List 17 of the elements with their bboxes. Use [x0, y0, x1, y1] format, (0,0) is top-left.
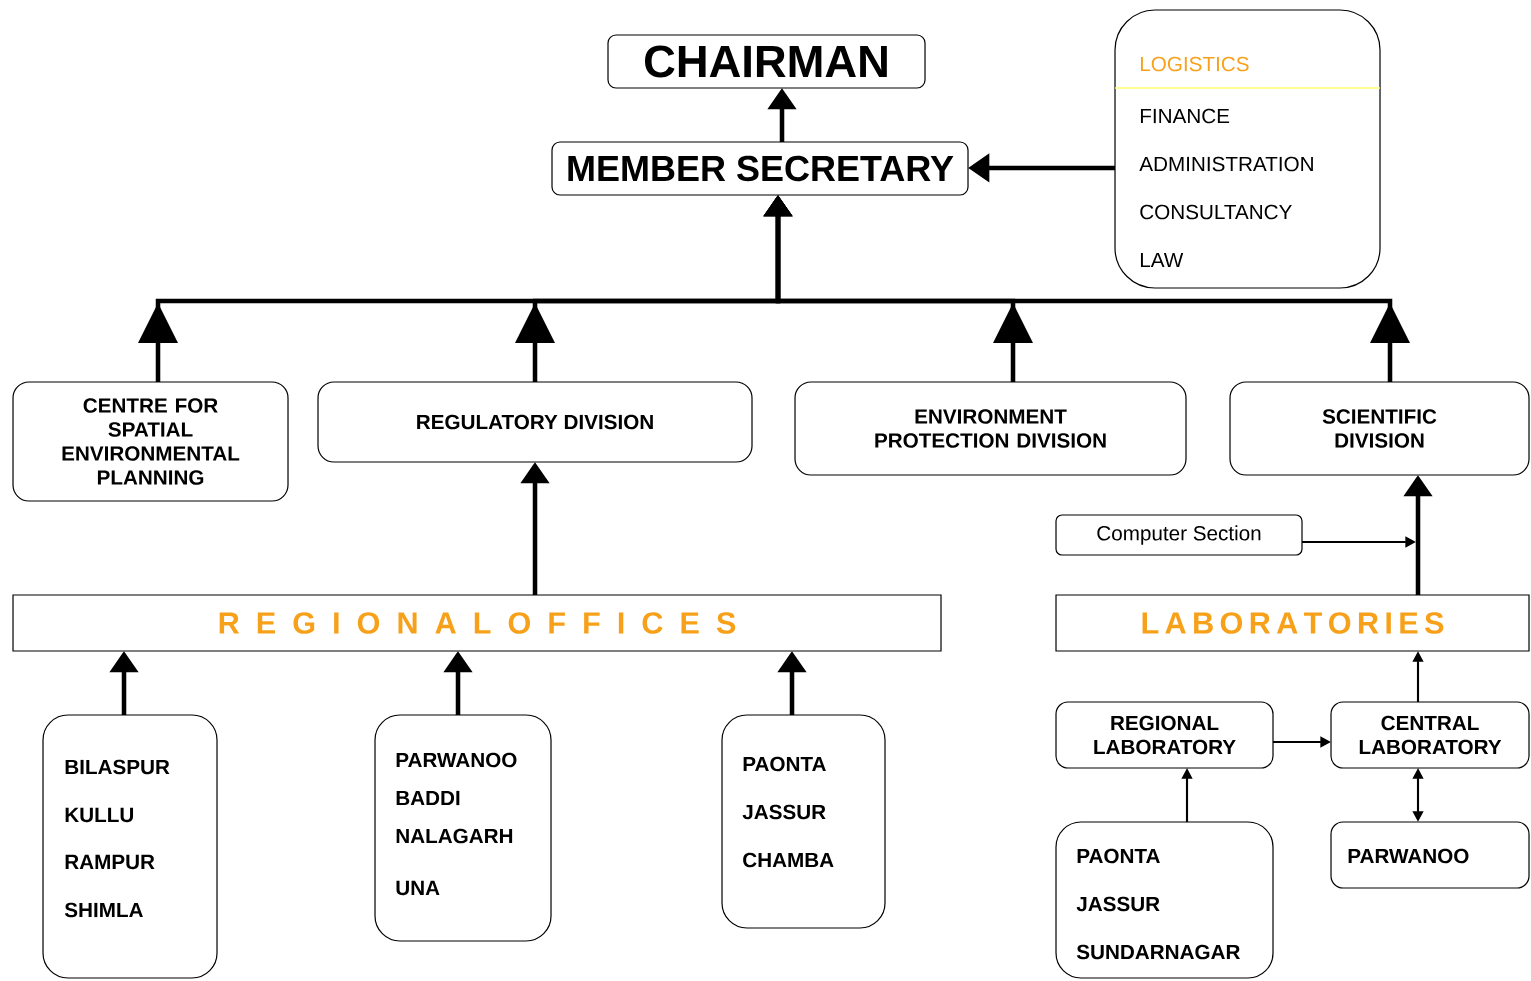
- list-box: PARWANOO: [1330, 821, 1530, 889]
- laboratory-box: CENTRAL LABORATORY: [1330, 701, 1530, 769]
- division-box: CENTRE FOR SPATIAL ENVIRONMENTAL PLANNING: [12, 381, 289, 502]
- list-box: PAONTA JASSUR SUNDARNAGAR: [1055, 821, 1274, 979]
- list-box: LOGISTICS FINANCE ADMINISTRATION CONSULTANCY LAW: [1114, 9, 1381, 289]
- list-box: BILASPUR KULLU RAMPUR SHIMLA: [42, 714, 218, 979]
- banner-box: L A B O R A T O R I E S: [1055, 594, 1530, 652]
- title-box: CHAIRMAN: [607, 34, 926, 89]
- section-box: Computer Section: [1055, 514, 1303, 556]
- laboratory-box: REGIONAL LABORATORY: [1055, 701, 1274, 769]
- division-box: REGULATORY DIVISION: [317, 381, 753, 463]
- title-box: MEMBER SECRETARY: [551, 141, 969, 196]
- division-box: ENVIRONMENT PROTECTION DIVISION: [794, 381, 1187, 476]
- list-box: PARWANOO BADDI NALAGARH UNA: [374, 714, 552, 942]
- division-box: SCIENTIFIC DIVISION: [1229, 381, 1530, 476]
- list-box: PAONTA JASSUR CHAMBA: [721, 714, 886, 929]
- banner-box: R E G I O N A L O F F I C E S: [12, 594, 942, 652]
